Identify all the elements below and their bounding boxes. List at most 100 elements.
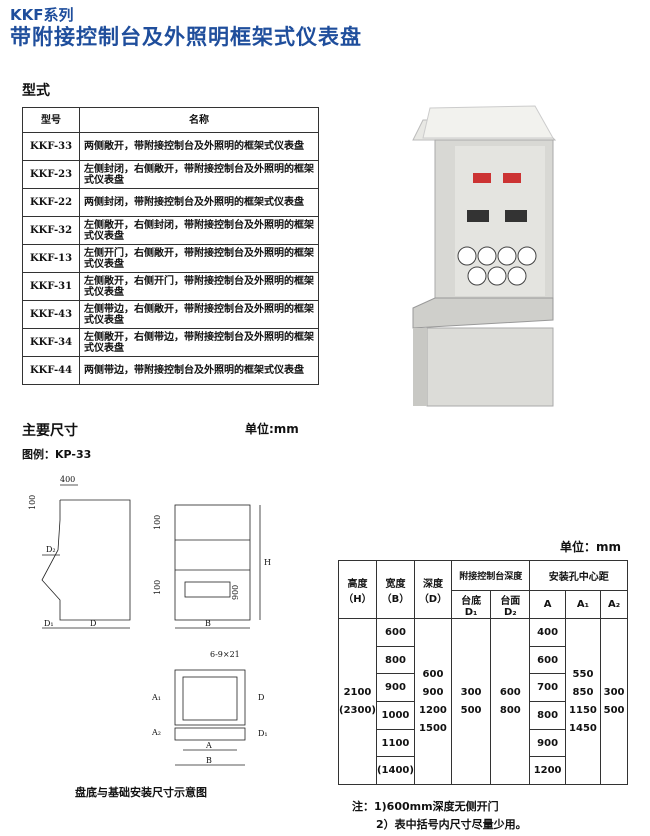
model-cell: KKF-33 (22, 132, 80, 161)
svg-text:D₁: D₁ (258, 729, 268, 738)
a-value: 800 (530, 702, 565, 730)
col-a1: 550 850 1150 1450 (564, 618, 602, 785)
dimensions-unit: 单位:mm (245, 422, 299, 436)
svg-text:A: A (205, 741, 212, 750)
col-model: 型号 (22, 107, 80, 133)
model-cell: KKF-43 (22, 300, 80, 329)
svg-text:B: B (205, 619, 211, 628)
model-cell: KKF-34 (22, 328, 80, 357)
height-value: (2300) (339, 704, 376, 716)
width-value: 1100 (376, 730, 414, 758)
svg-text:900: 900 (231, 585, 240, 600)
h-holes: 安装孔中心距 (529, 560, 628, 591)
width-value: 800 (376, 647, 414, 675)
a1-value: 850 (572, 686, 594, 698)
width-value: 1000 (376, 702, 414, 730)
svg-text:100: 100 (28, 495, 37, 510)
h-base: 台底 (461, 595, 482, 607)
drawing-caption: 盘底与基础安装尺寸示意图 (75, 786, 207, 799)
gauges (457, 246, 537, 286)
model-cell: KKF-44 (22, 356, 80, 385)
h-top: 台面 (500, 595, 521, 607)
types-heading: 型式 (22, 83, 50, 99)
width-value: 900 (376, 674, 414, 703)
name-cell: 两侧封闭，带附接控制台及外照明的框架式仪表盘 (79, 188, 319, 217)
d2-value: 600 (499, 686, 521, 698)
a1-value: 1450 (569, 722, 597, 734)
d1-value: 500 (460, 704, 482, 716)
model-cell: KKF-22 (22, 188, 80, 217)
name-cell: 左侧敞开，右侧封闭，带附接控制台及外照明的框架式仪表盘 (79, 216, 319, 245)
depth-value: 1200 (419, 704, 447, 716)
h-width-sym: （B） (381, 593, 410, 605)
h-a1: A₁ (564, 590, 602, 619)
width-value: (1400) (376, 765, 414, 777)
h-base-sym: D₁ (464, 606, 478, 618)
indicator (473, 173, 491, 183)
a-value: 600 (530, 647, 565, 675)
h-depth-sym: （D） (418, 593, 448, 605)
dimensions-heading: 主要尺寸 (22, 423, 78, 439)
col-height: 2100(2300) (338, 618, 377, 785)
dimension-drawing: 400 100 D₂ D₁ D H 100 100 900 B 6-9×21 A… (28, 475, 271, 766)
a1-value: 550 (572, 668, 594, 680)
name-cell: 左侧封闭，右侧敞开，带附接控制台及外照明的框架式仪表盘 (79, 160, 319, 189)
spec-unit: 单位：mm (560, 540, 622, 554)
col-a2: 300 500 (600, 618, 628, 785)
h-top-sym: D₂ (503, 606, 517, 618)
page-title: 带附接控制台及外照明框架式仪表盘 (10, 25, 362, 49)
a-value: 900 (530, 730, 565, 758)
col-name: 名称 (79, 107, 319, 133)
svg-text:400: 400 (60, 475, 75, 484)
col-d2: 600 800 (490, 618, 531, 785)
name-cell: 两侧敞开，带附接控制台及外照明的框架式仪表盘 (79, 132, 319, 161)
svg-text:D₁: D₁ (44, 619, 54, 628)
depth-value: 1500 (419, 722, 447, 734)
model-cell: KKF-13 (22, 244, 80, 273)
h-a: A (529, 590, 566, 619)
name-cell: 左侧带边，右侧敞开，带附接控制台及外照明的框架式仪表盘 (79, 300, 319, 329)
model-cell: KKF-32 (22, 216, 80, 245)
svg-text:100: 100 (153, 515, 162, 530)
svg-text:100: 100 (153, 580, 162, 595)
series-label: KKF系列 (10, 6, 74, 24)
svg-text:A₂: A₂ (151, 728, 161, 737)
h-height-sym: （H） (343, 593, 372, 605)
svg-text:D: D (90, 619, 96, 628)
svg-text:D: D (258, 693, 264, 702)
h-a2: A₂ (600, 590, 628, 619)
a-value: 1200 (533, 765, 562, 777)
svg-text:H: H (264, 558, 271, 567)
note-1: 注：1)600mm深度无侧开门 (352, 800, 499, 813)
a1-value: 1150 (569, 704, 597, 716)
d2-value: 800 (499, 704, 521, 716)
name-cell: 左侧敞开，右侧开门，带附接控制台及外照明的框架式仪表盘 (79, 272, 319, 301)
a2-value: 300 (603, 686, 625, 698)
h-height: 高度 (347, 578, 368, 590)
svg-text:A₁: A₁ (151, 693, 161, 702)
h-width: 宽度 (385, 578, 406, 590)
model-cell: KKF-23 (22, 160, 80, 189)
a-value: 700 (530, 674, 565, 703)
svg-text:B: B (206, 756, 212, 765)
svg-text:D₂: D₂ (46, 545, 56, 554)
width-value: 600 (376, 619, 414, 647)
a2-value: 500 (603, 704, 625, 716)
name-cell: 左侧开门，右侧敞开，带附接控制台及外照明的框架式仪表盘 (79, 244, 319, 273)
h-depth: 深度 (422, 578, 443, 590)
model-cell: KKF-31 (22, 272, 80, 301)
